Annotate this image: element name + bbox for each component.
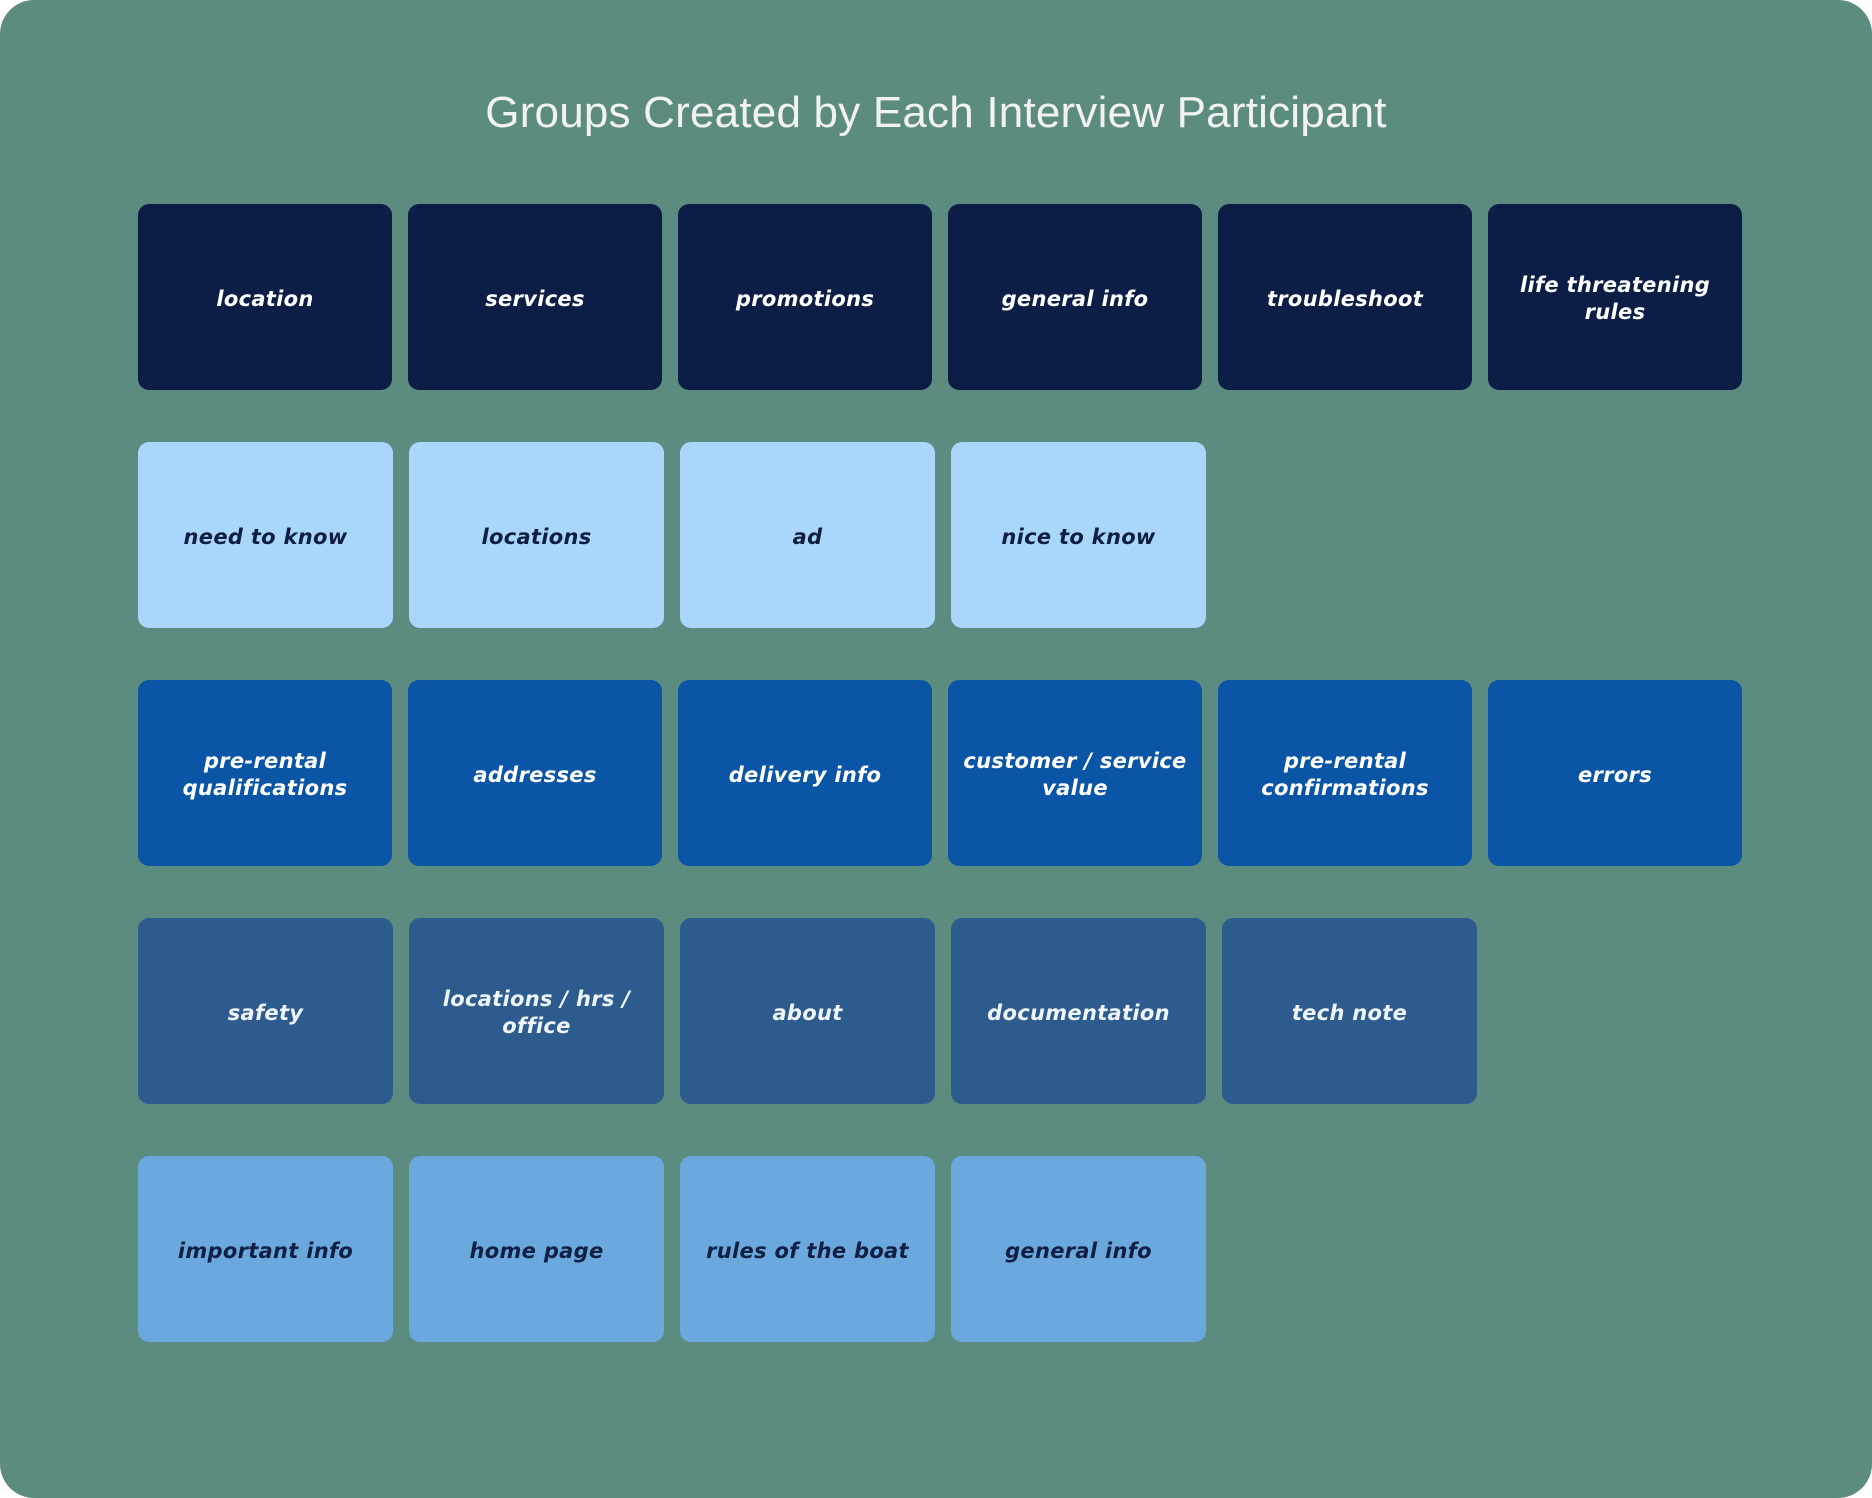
group-card-label: addresses [473,762,597,787]
group-card[interactable]: troubleshoot [1218,204,1472,390]
group-card-label: services [485,286,585,311]
group-card-label: errors [1577,762,1653,787]
group-card-label: life threatening rules [1519,273,1711,324]
group-card[interactable]: rules of the boat [680,1156,935,1342]
group-card-label: general info [1005,1238,1152,1263]
group-card-label: ad [792,524,823,549]
group-card[interactable]: safety [138,918,393,1104]
group-card-label: nice to know [1001,524,1156,549]
group-card[interactable]: services [408,204,662,390]
group-card[interactable]: locations [409,442,664,628]
group-card[interactable]: documentation [951,918,1206,1104]
group-card-label: locations [481,524,592,549]
group-card[interactable]: ad [680,442,935,628]
group-card[interactable]: delivery info [678,680,932,866]
card-row-participant-1: location services promotions general info tr… [138,204,1758,442]
group-card[interactable]: promotions [678,204,932,390]
group-card[interactable]: tech note [1222,918,1477,1104]
group-card-label: rules of the boat [706,1238,909,1263]
card-row-participant-2: need to know locations ad nice to know [138,442,1758,680]
group-card[interactable]: customer / service value [948,680,1202,866]
group-card-label: home page [469,1238,604,1263]
card-row-participant-4: safety locations / hrs / office about docum… [138,918,1758,1156]
group-card-label: important info [177,1238,354,1263]
group-card-label: pre-rental confirmations [1261,749,1429,800]
group-card-label: delivery info [728,762,882,787]
group-card-label: about [772,1000,843,1025]
group-card[interactable]: need to know [138,442,393,628]
group-card-label: tech note [1291,1000,1408,1025]
group-card-label: need to know [183,524,348,549]
group-card-label: safety [227,1000,304,1025]
group-card-label: documentation [987,1000,1170,1025]
group-card-label: promotions [735,286,875,311]
group-card[interactable]: addresses [408,680,662,866]
group-card[interactable]: general info [951,1156,1206,1342]
group-card[interactable]: location [138,204,392,390]
group-card-label: customer / service value [963,749,1187,800]
group-card[interactable]: home page [409,1156,664,1342]
group-card[interactable]: pre-rental qualifications [138,680,392,866]
group-card[interactable]: life threatening rules [1488,204,1742,390]
group-card[interactable]: errors [1488,680,1742,866]
group-card[interactable]: nice to know [951,442,1206,628]
card-row-participant-5: important info home page rules of the boat… [138,1156,1758,1394]
page-title: Groups Created by Each Interview Partici… [485,88,1387,137]
card-row-participant-3: pre-rental qualifications addresses delive… [138,680,1758,918]
group-card[interactable]: locations / hrs / office [409,918,664,1104]
card-board: location services promotions general info tr… [138,204,1758,1394]
group-card-label: troubleshoot [1266,286,1424,311]
group-card[interactable]: general info [948,204,1202,390]
group-card[interactable]: important info [138,1156,393,1342]
group-card-label: location [216,286,314,311]
group-card-label: locations / hrs / office [442,987,631,1038]
group-card[interactable]: about [680,918,935,1104]
group-card[interactable]: pre-rental confirmations [1218,680,1472,866]
group-card-label: pre-rental qualifications [182,749,348,800]
group-card-label: general info [1001,286,1149,311]
